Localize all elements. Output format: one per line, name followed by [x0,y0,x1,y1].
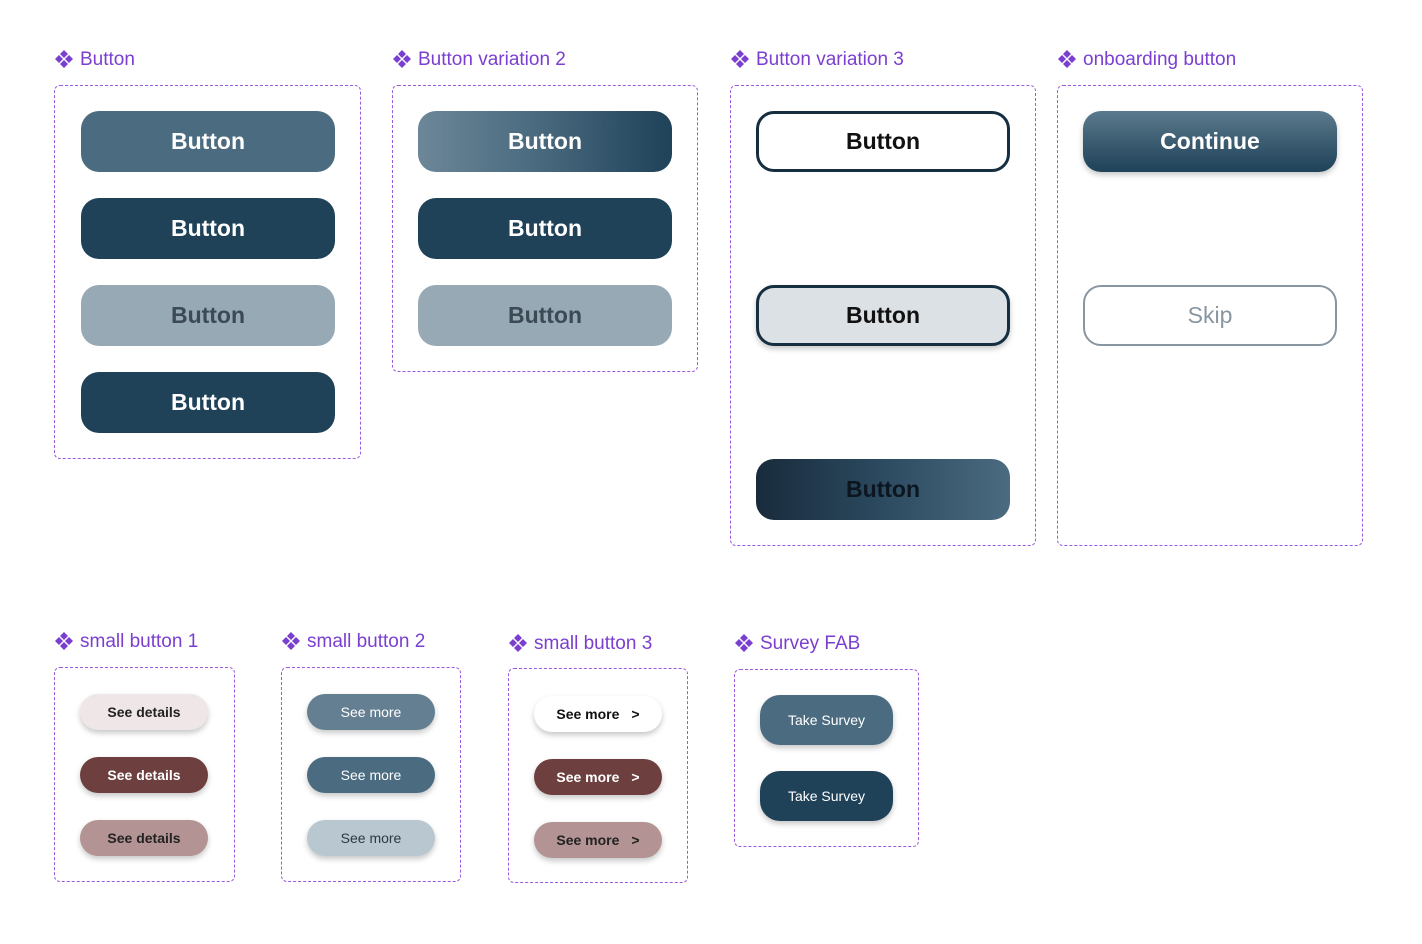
chevron-right-icon: > [631,832,640,848]
see-more-button-default[interactable]: See more [307,694,435,730]
button-disabled[interactable]: Button [81,285,335,346]
button-default[interactable]: Button [81,111,335,172]
button-hover[interactable]: Button [81,372,335,433]
chevron-right-icon: > [631,706,640,722]
survey-fab-frame: Take Survey Take Survey [734,669,919,847]
component-icon [735,634,753,652]
button-disabled[interactable]: Button [418,285,672,346]
component-icon [393,50,411,68]
see-details-button-light[interactable]: See details [80,694,208,730]
button-gradient[interactable]: Button [418,111,672,172]
section-title-text: Button [80,48,135,70]
button-variation-3-frame: Button Button Button [730,85,1036,546]
button-label: See more [556,706,620,722]
section-title-button-variation-3: Button variation 3 [730,49,904,69]
section-title-text: Survey FAB [760,632,861,654]
see-details-button-muted[interactable]: See details [80,820,208,856]
continue-button[interactable]: Continue [1083,111,1337,172]
small-button-1-frame: See details See details See details [54,667,235,882]
skip-button[interactable]: Skip [1083,285,1337,346]
button-pressed[interactable]: Button [81,198,335,259]
section-title-text: onboarding button [1083,48,1237,70]
button-outline[interactable]: Button [756,111,1010,172]
take-survey-fab-default[interactable]: Take Survey [760,695,893,745]
component-icon [509,634,527,652]
section-title-small-button-2: small button 2 [281,631,425,651]
section-title-text: small button 3 [534,632,653,654]
section-title-text: small button 2 [307,630,426,652]
section-title-onboarding-button: onboarding button [1057,49,1236,69]
button-label: See more [556,769,620,785]
see-more-button-pressed[interactable]: See more [307,757,435,793]
see-more-button-disabled[interactable]: See more [307,820,435,856]
component-icon [55,632,73,650]
small-button-3-frame: See more > See more > See more > [508,668,688,883]
see-more-chevron-button-light[interactable]: See more > [534,696,662,732]
small-button-2-frame: See more See more See more [281,667,461,882]
take-survey-fab-pressed[interactable]: Take Survey [760,771,893,821]
component-icon [55,50,73,68]
onboarding-button-frame: Continue Skip [1057,85,1363,546]
button-variation-2-frame: Button Button Button [392,85,698,372]
chevron-right-icon: > [631,769,640,785]
component-icon [282,632,300,650]
button-dark-gradient[interactable]: Button [756,459,1010,520]
see-more-chevron-button-dark[interactable]: See more > [534,759,662,795]
section-title-text: small button 1 [80,630,199,652]
button-outline-pressed[interactable]: Button [756,285,1010,346]
button-pressed[interactable]: Button [418,198,672,259]
section-title-button: Button [54,49,135,69]
button-label: See more [556,832,620,848]
section-title-text: Button variation 2 [418,48,566,70]
section-title-small-button-3: small button 3 [508,633,652,653]
see-details-button-dark[interactable]: See details [80,757,208,793]
section-title-survey-fab: Survey FAB [734,633,860,653]
component-icon [1058,50,1076,68]
section-title-button-variation-2: Button variation 2 [392,49,566,69]
component-icon [731,50,749,68]
button-frame: Button Button Button Button [54,85,361,459]
see-more-chevron-button-muted[interactable]: See more > [534,822,662,858]
section-title-text: Button variation 3 [756,48,904,70]
section-title-small-button-1: small button 1 [54,631,198,651]
